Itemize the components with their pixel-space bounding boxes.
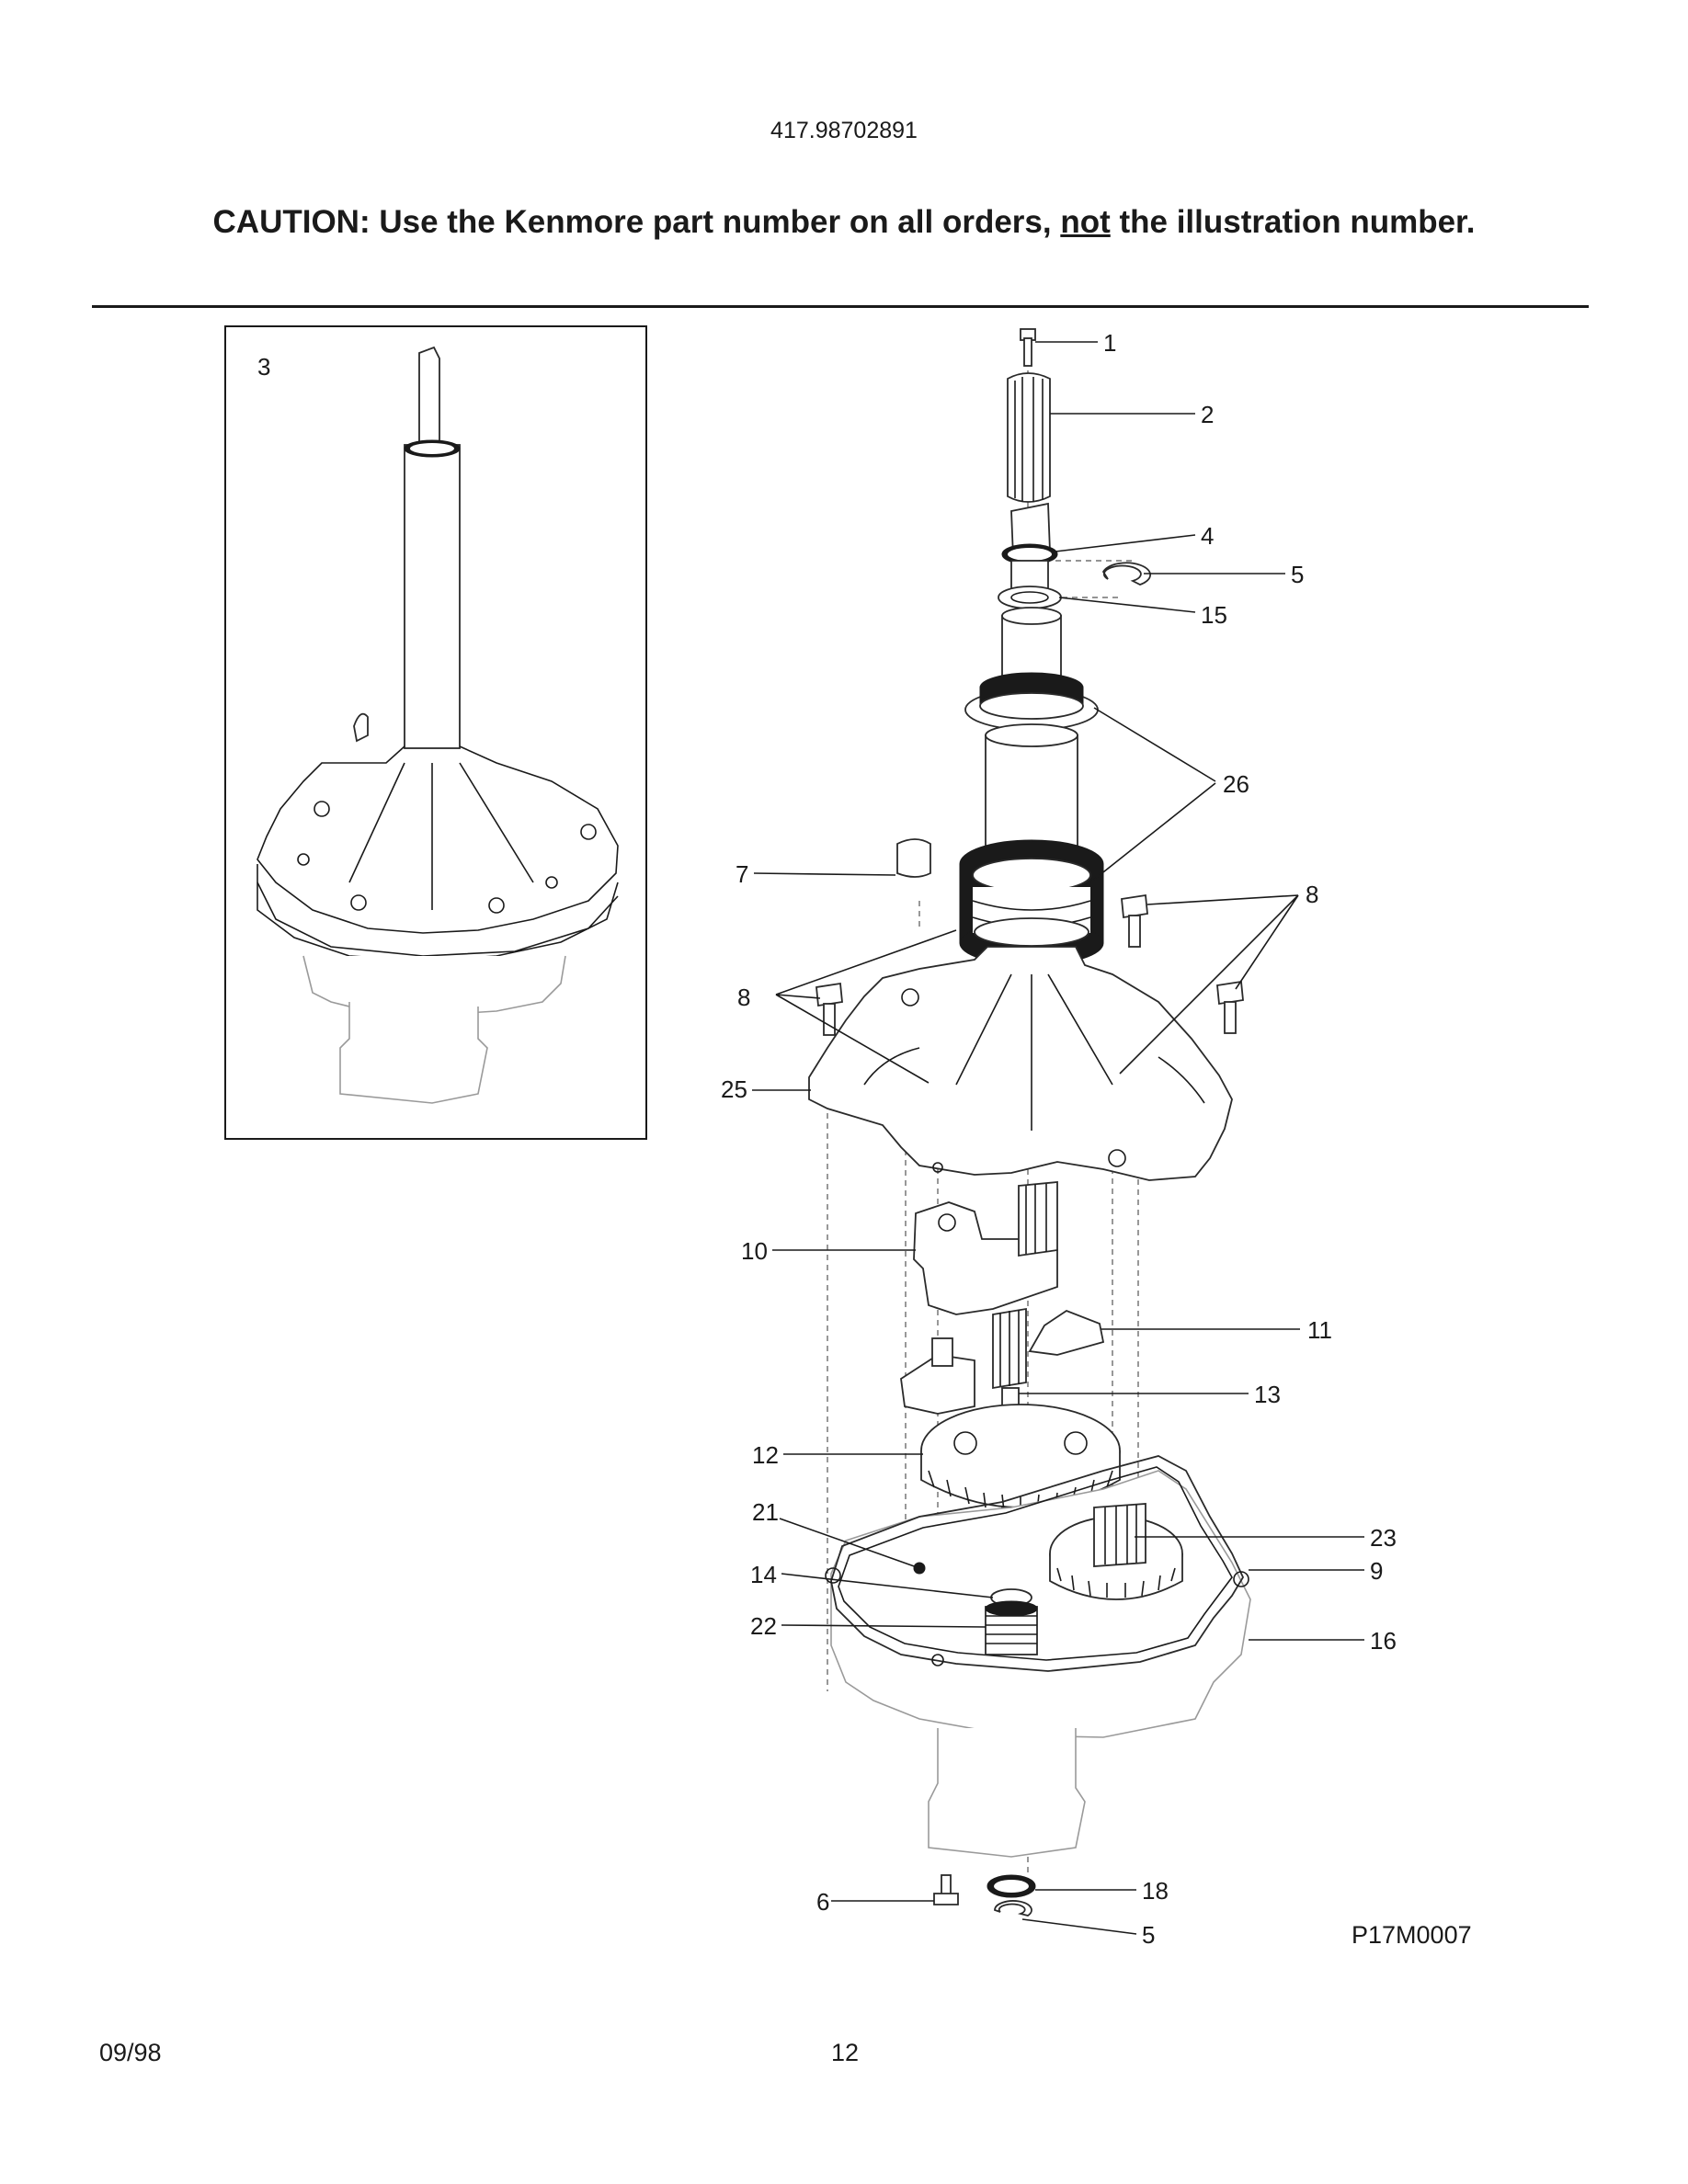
callout-8-right: 8	[1306, 881, 1318, 908]
part-2-coupling	[1007, 372, 1051, 503]
callout-8-left: 8	[737, 984, 750, 1011]
part-9-gasket	[830, 1455, 1245, 1672]
part-1-screw	[1020, 328, 1036, 367]
part-15-washer	[998, 586, 1062, 609]
callout-16: 16	[1370, 1627, 1397, 1655]
callout-21: 21	[752, 1498, 779, 1526]
callout-14: 14	[750, 1561, 777, 1588]
part-10-gear	[913, 1181, 1058, 1315]
part-23-gear	[1049, 1503, 1183, 1600]
callout-2: 2	[1201, 401, 1214, 428]
callout-9: 9	[1370, 1557, 1383, 1585]
callout-11: 11	[1307, 1316, 1332, 1344]
part-5-retaining-ring	[1101, 562, 1152, 586]
callout-5-upper: 5	[1291, 561, 1304, 588]
footer-date: 09/98	[99, 2039, 162, 2066]
leader-lines	[752, 341, 1364, 1935]
callout-13: 13	[1254, 1381, 1281, 1408]
part-26-upper-seal	[964, 672, 1099, 731]
callout-15: 15	[1201, 601, 1227, 629]
callout-23: 23	[1370, 1524, 1397, 1552]
callout-25: 25	[721, 1075, 747, 1103]
callout-labels: 1 2 4 5 15 26 7 8 8 25 10 11 13 12 21 14…	[721, 329, 1397, 1949]
header-divider	[92, 305, 1589, 308]
callout-4: 4	[1201, 522, 1214, 550]
callout-26: 26	[1223, 770, 1249, 798]
part-5-lower-ring	[994, 1900, 1032, 1917]
page-number: 12	[831, 2039, 860, 2066]
callout-6: 6	[816, 1888, 829, 1916]
callout-22: 22	[750, 1612, 777, 1640]
callout-12: 12	[752, 1441, 779, 1469]
caution-notice: CAUTION: Use the Kenmore part number on …	[0, 204, 1688, 241]
part-12-gear	[920, 1404, 1121, 1513]
callout-7: 7	[736, 860, 748, 888]
caution-prefix: CAUTION: Use the Kenmore part number on …	[212, 204, 1061, 240]
part-6-screw	[933, 1874, 959, 1905]
part-16-housing	[830, 1470, 1251, 1858]
part-11-bracket	[1028, 1309, 1105, 1356]
callout-10: 10	[741, 1237, 768, 1265]
part-7-plug	[896, 838, 931, 878]
caution-suffix: the illustration number.	[1110, 204, 1476, 240]
part-22-bushing	[985, 1600, 1038, 1655]
callout-5-lower: 5	[1142, 1921, 1155, 1949]
callout-1: 1	[1103, 329, 1116, 357]
part-25-cover	[808, 946, 1233, 1181]
caution-underlined: not	[1060, 204, 1111, 240]
inset-transmission-drawing	[257, 346, 619, 1104]
inset-part-label: 3	[257, 353, 271, 381]
inset-frame	[224, 325, 647, 1140]
model-number: 417.98702891	[770, 118, 918, 143]
callout-18: 18	[1142, 1877, 1169, 1905]
figure-code: P17M0007	[1352, 1921, 1472, 1949]
